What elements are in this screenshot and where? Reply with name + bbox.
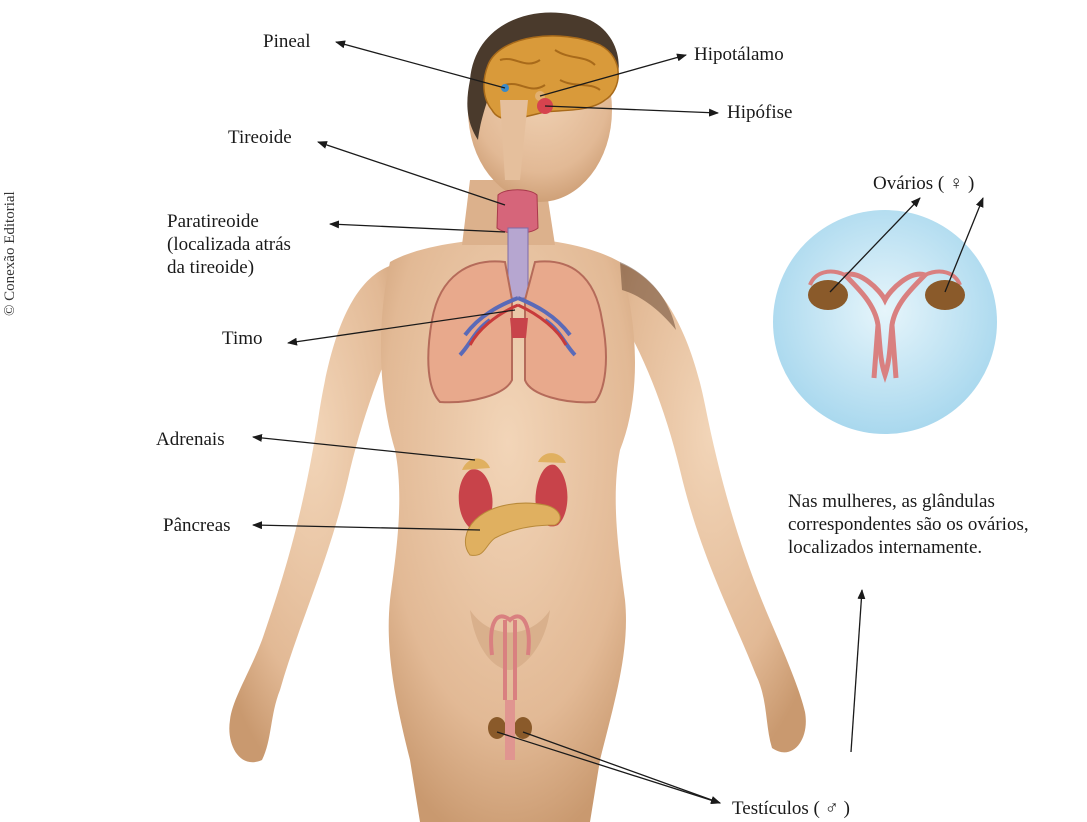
- label-adrenais: Adrenais: [156, 428, 225, 451]
- left-testicle: [488, 717, 506, 739]
- penis: [505, 700, 515, 760]
- right-testicle: [514, 717, 532, 739]
- note-text: Nas mulheres, as glândulas correspondent…: [788, 490, 1029, 559]
- label-ovarios: Ovários ( ♀ ): [873, 172, 974, 195]
- label-hipofise: Hipófise: [727, 101, 792, 124]
- label-timo: Timo: [222, 327, 263, 350]
- ovaries-inset: [773, 210, 997, 434]
- label-testiculos: Testículos ( ♂ ): [732, 797, 850, 820]
- label-hipotalamo: Hipotálamo: [694, 43, 784, 66]
- label-paratireoide: Paratireoide (localizada atrás da tireoi…: [167, 210, 291, 279]
- thymus: [510, 318, 528, 338]
- label-pineal: Pineal: [263, 30, 311, 53]
- thyroid: [497, 190, 538, 234]
- arrow-note: [851, 590, 862, 752]
- right-ovary: [925, 280, 965, 310]
- label-tireoide: Tireoide: [228, 126, 292, 149]
- left-ovary: [808, 280, 848, 310]
- trachea: [508, 228, 528, 298]
- credit-text: © Conexão Editorial: [2, 191, 19, 316]
- inset-circle: [773, 210, 997, 434]
- label-pancreas: Pâncreas: [163, 514, 231, 537]
